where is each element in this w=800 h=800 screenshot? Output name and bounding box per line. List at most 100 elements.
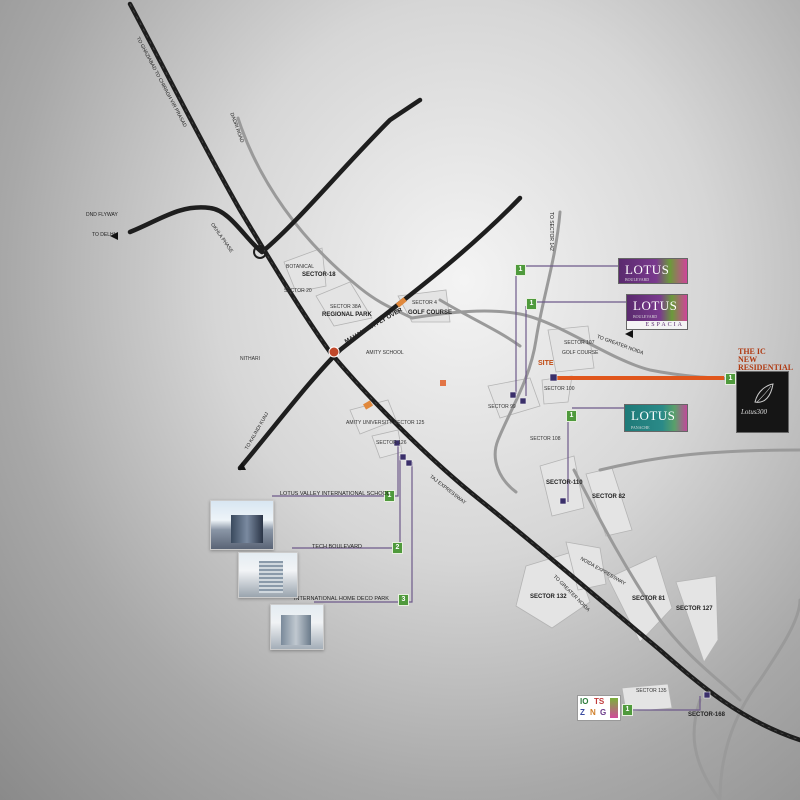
label-amity-school: AMITY SCHOOL [366,350,404,356]
zing-letter: IO [580,697,589,706]
marker-site [549,373,558,382]
zing-letter: G [600,708,607,717]
logo-word: LOTUS [633,298,678,313]
road-label-dnd: DND FLYWAY [86,212,118,218]
marker-number-tech[interactable]: 2 [392,542,403,554]
road-major-dnd [127,205,265,255]
label-sector18: SECTOR-18 [302,272,336,278]
marker-number-deco[interactable]: 3 [398,594,409,606]
label-sector-99: SECTOR 99 [488,404,516,410]
connector-deco [314,462,413,603]
photo-deco [270,604,324,650]
logo-word: LOTUS [631,408,676,423]
road-minor-4 [598,448,800,472]
sector-block-126 [371,429,403,459]
marker-number-espacia[interactable]: 1 [526,298,537,310]
logo-lotus-panache[interactable]: LOTUS PANACHE [624,404,688,432]
road-major-noida [259,97,423,255]
metro-icon [328,346,340,358]
road-minor-3 [493,210,562,494]
label-sector-100: SECTOR 100 [544,386,575,392]
road-major-kalindi [237,195,523,471]
road-label-delhi: TO DELHI [92,232,115,238]
label-site: SITE [538,360,554,367]
orange-tag-2 [395,297,407,308]
label-amity-university: AMITY UNIVERSITY SECTOR 125 [346,420,425,426]
road-minor-6 [718,598,800,800]
sector-block-18 [283,247,327,293]
zing-letter: Z [580,708,585,717]
label-sector-135: SECTOR 135 [636,688,667,694]
road-minor-2 [410,309,782,384]
connector-tech [292,456,401,549]
sector-block-81 [607,555,673,643]
zing-letter: N [590,708,596,717]
label-sector-168: SECTOR-168 [688,712,725,718]
marker-school [393,439,401,447]
label-golf-course: GOLF COURSE [408,310,453,316]
marker-number-zing[interactable]: 1 [622,704,633,716]
label-sector-81: SECTOR 81 [632,596,666,602]
sector-block-132 [515,551,591,629]
label-sector-127: SECTOR 127 [676,606,713,612]
logo-sub: BOULEVARD [633,314,658,319]
logo-band-espacia: ESPACIA [627,321,687,329]
logo-lotus-boulevard[interactable]: LOTUS BOULEVARD [618,258,688,284]
road-major-expressway [127,1,800,743]
marker-number-school[interactable]: 1 [384,490,395,502]
connector-zing [632,696,701,711]
label-nithari: NITHARI [240,356,260,362]
label-sector-126: SECTOR 126 [376,440,407,446]
label-regional-park: REGIONAL PARK [322,312,372,318]
site-arrow-icon [625,330,633,338]
sector-block-regional-park [315,281,373,327]
zing-stripe [610,698,618,718]
logo-lotus-espacia[interactable]: LOTUS BOULEVARD ESPACIA [626,294,688,330]
connector-school [272,446,399,497]
amenity-label-school: LOTUS VALLEY INTERNATIONAL SCHOOL [280,491,390,497]
marker-number-panache[interactable]: 1 [566,410,577,422]
marker-number-lotus300[interactable]: 1 [725,373,736,385]
marker-panache [559,497,567,505]
photo-tech-building [259,561,283,593]
sector-block-127 [675,575,719,663]
logo-sub: PANACHE [631,425,650,430]
new-residential-line2: NEW RESIDENTIAL [738,355,794,372]
orange-spot [440,380,446,386]
logo-word: LOTUS [625,262,670,277]
photo-school [210,500,274,550]
logo-sub: BOULEVARD [625,277,650,282]
road-minor-8 [438,298,522,348]
new-residential-line1: THE IC [738,347,766,356]
label-sector-38a: SECTOR 38A [330,304,362,310]
label-golf-course-2: GOLF COURSE [562,350,599,356]
road-label-sector-142: TO SECTOR 142 [548,212,554,251]
marker-boulevard [509,391,517,399]
sector-block-82 [585,467,633,537]
logo-lotus-300[interactable]: Lotus300 [736,371,789,433]
photo-school-building [231,515,263,543]
road-minor-5 [572,468,742,702]
label-sector-107: SECTOR 107 [564,340,595,346]
marker-deco [405,459,413,467]
marker-zing [703,691,711,699]
amenity-label-tech: TECH BOULEVARD [312,544,363,550]
logo-lotus300-word: Lotus300 [741,408,768,416]
marker-espacia [519,397,527,405]
marker-number-boulevard[interactable]: 1 [515,264,526,276]
logo-zing[interactable]: IO TS Z N G [577,695,621,721]
orange-tag-1 [363,400,373,410]
lotus-leaf-icon [754,383,774,403]
marker-tech [399,453,407,461]
label-sector-4: SECTOR 4 [412,300,437,306]
sector-block-110 [539,455,585,517]
arrow-kalindi-icon [238,462,246,470]
label-botanical: BOTANICAL [286,264,314,270]
label-sector-110: SECTOR-110 [546,480,583,486]
label-sector-82: SECTOR 82 [592,494,626,500]
arrow-left-icon [110,232,118,240]
photo-deco-building [281,615,311,645]
roundabout [253,245,267,259]
